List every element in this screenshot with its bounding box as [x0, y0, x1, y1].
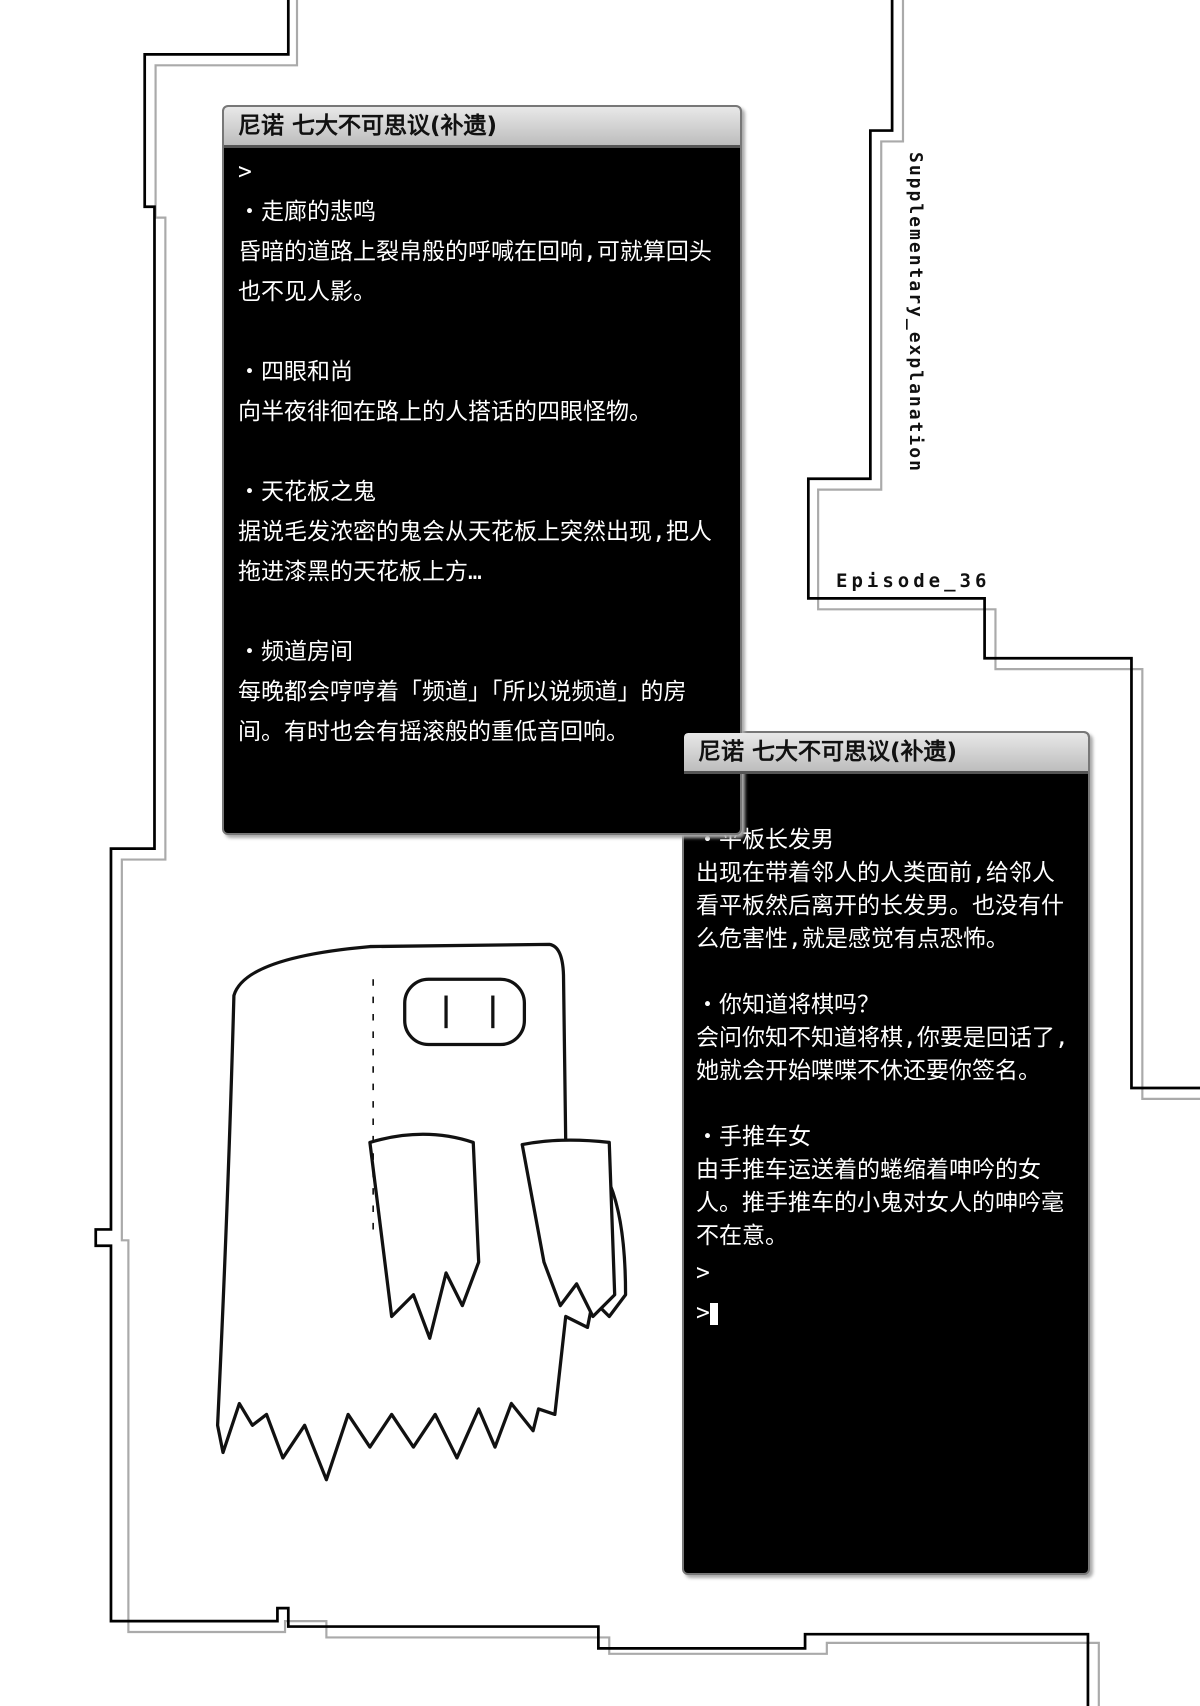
prompt-symbol: >	[696, 1300, 710, 1326]
list-item: ・天花板之鬼 据说毛发浓密的鬼会从天花板上突然出现,把人拖进漆黑的天花板上方…	[238, 472, 726, 592]
black-frame-line	[94, 0, 1200, 1706]
terminal-window-1: 尼诺 七大不可思议(补遗) > ・走廊的悲鸣 昏暗的道路上裂帛般的呼喊在回响,可…	[222, 105, 742, 835]
entry-text: 出现在带着邻人的人类面前,给邻人看平板然后离开的长发男。也没有什么危害性,就是感…	[696, 860, 1064, 952]
list-item: ・你知道将棋吗？ 会问你知不知道将棋,你要是回话了,她就会开始喋喋不休还要你签名…	[696, 989, 1074, 1088]
episode-label: Episode_36	[836, 570, 991, 592]
terminal-window-2: 尼诺 七大不可思议(补遗) ・平板长发男 出现在带着邻人的人类面前,给邻人看平板…	[682, 731, 1090, 1575]
list-item: ・走廊的悲鸣 昏暗的道路上裂帛般的呼喊在回响,可就算回头也不见人影。	[238, 192, 726, 312]
entry-text: 向半夜徘徊在路上的人搭话的四眼怪物。	[238, 399, 652, 425]
entry-heading: ・天花板之鬼	[238, 479, 376, 505]
list-item: ・四眼和尚 向半夜徘徊在路上的人搭话的四眼怪物。	[238, 352, 726, 432]
list-item: ・频道房间 每晚都会哼哼着「频道」「所以说频道」的房间。有时也会有摇滚般的重低音…	[238, 632, 726, 752]
entry-text: 每晚都会哼哼着「频道」「所以说频道」的房间。有时也会有摇滚般的重低音回响。	[238, 679, 687, 745]
entry-heading: ・走廊的悲鸣	[238, 199, 376, 225]
title-bar: 尼诺 七大不可思议(补遗)	[684, 733, 1088, 774]
entry-text: 会问你知不知道将棋,你要是回话了,她就会开始喋喋不休还要你签名。	[696, 1025, 1069, 1084]
prompt: >	[696, 1260, 710, 1286]
side-label: Supplementary_explanation	[905, 152, 926, 473]
entry-heading: ・四眼和尚	[238, 359, 353, 385]
entry-heading: ・你知道将棋吗？	[696, 992, 880, 1018]
list-item: ・平板长发男 出现在带着邻人的人类面前,给邻人看平板然后离开的长发男。也没有什么…	[696, 824, 1074, 956]
text-cursor	[709, 1302, 718, 1325]
entry-text: 由手推车运送着的蜷缩着呻吟的女人。推手推车的小鬼对女人的呻吟毫不在意。	[696, 1157, 1064, 1249]
list-item: ・手推车女 由手推车运送着的蜷缩着呻吟的女人。推手推车的小鬼对女人的呻吟毫不在意…	[696, 1121, 1074, 1253]
input-prompt[interactable]: >	[696, 1293, 1074, 1333]
entry-heading: ・平板长发男	[696, 827, 834, 853]
entry-heading: ・频道房间	[238, 639, 353, 665]
gray-offset-line	[120, 0, 1200, 1706]
entry-text: 据说毛发浓密的鬼会从天花板上突然出现,把人拖进漆黑的天花板上方…	[238, 519, 712, 585]
prompt: >	[238, 159, 252, 185]
entry-heading: ・手推车女	[696, 1124, 811, 1150]
entry-text: 昏暗的道路上裂帛般的呼喊在回响,可就算回头也不见人影。	[238, 239, 712, 305]
ghost-illustration	[215, 942, 628, 1482]
title-bar: 尼诺 七大不可思议(补遗)	[224, 107, 740, 148]
